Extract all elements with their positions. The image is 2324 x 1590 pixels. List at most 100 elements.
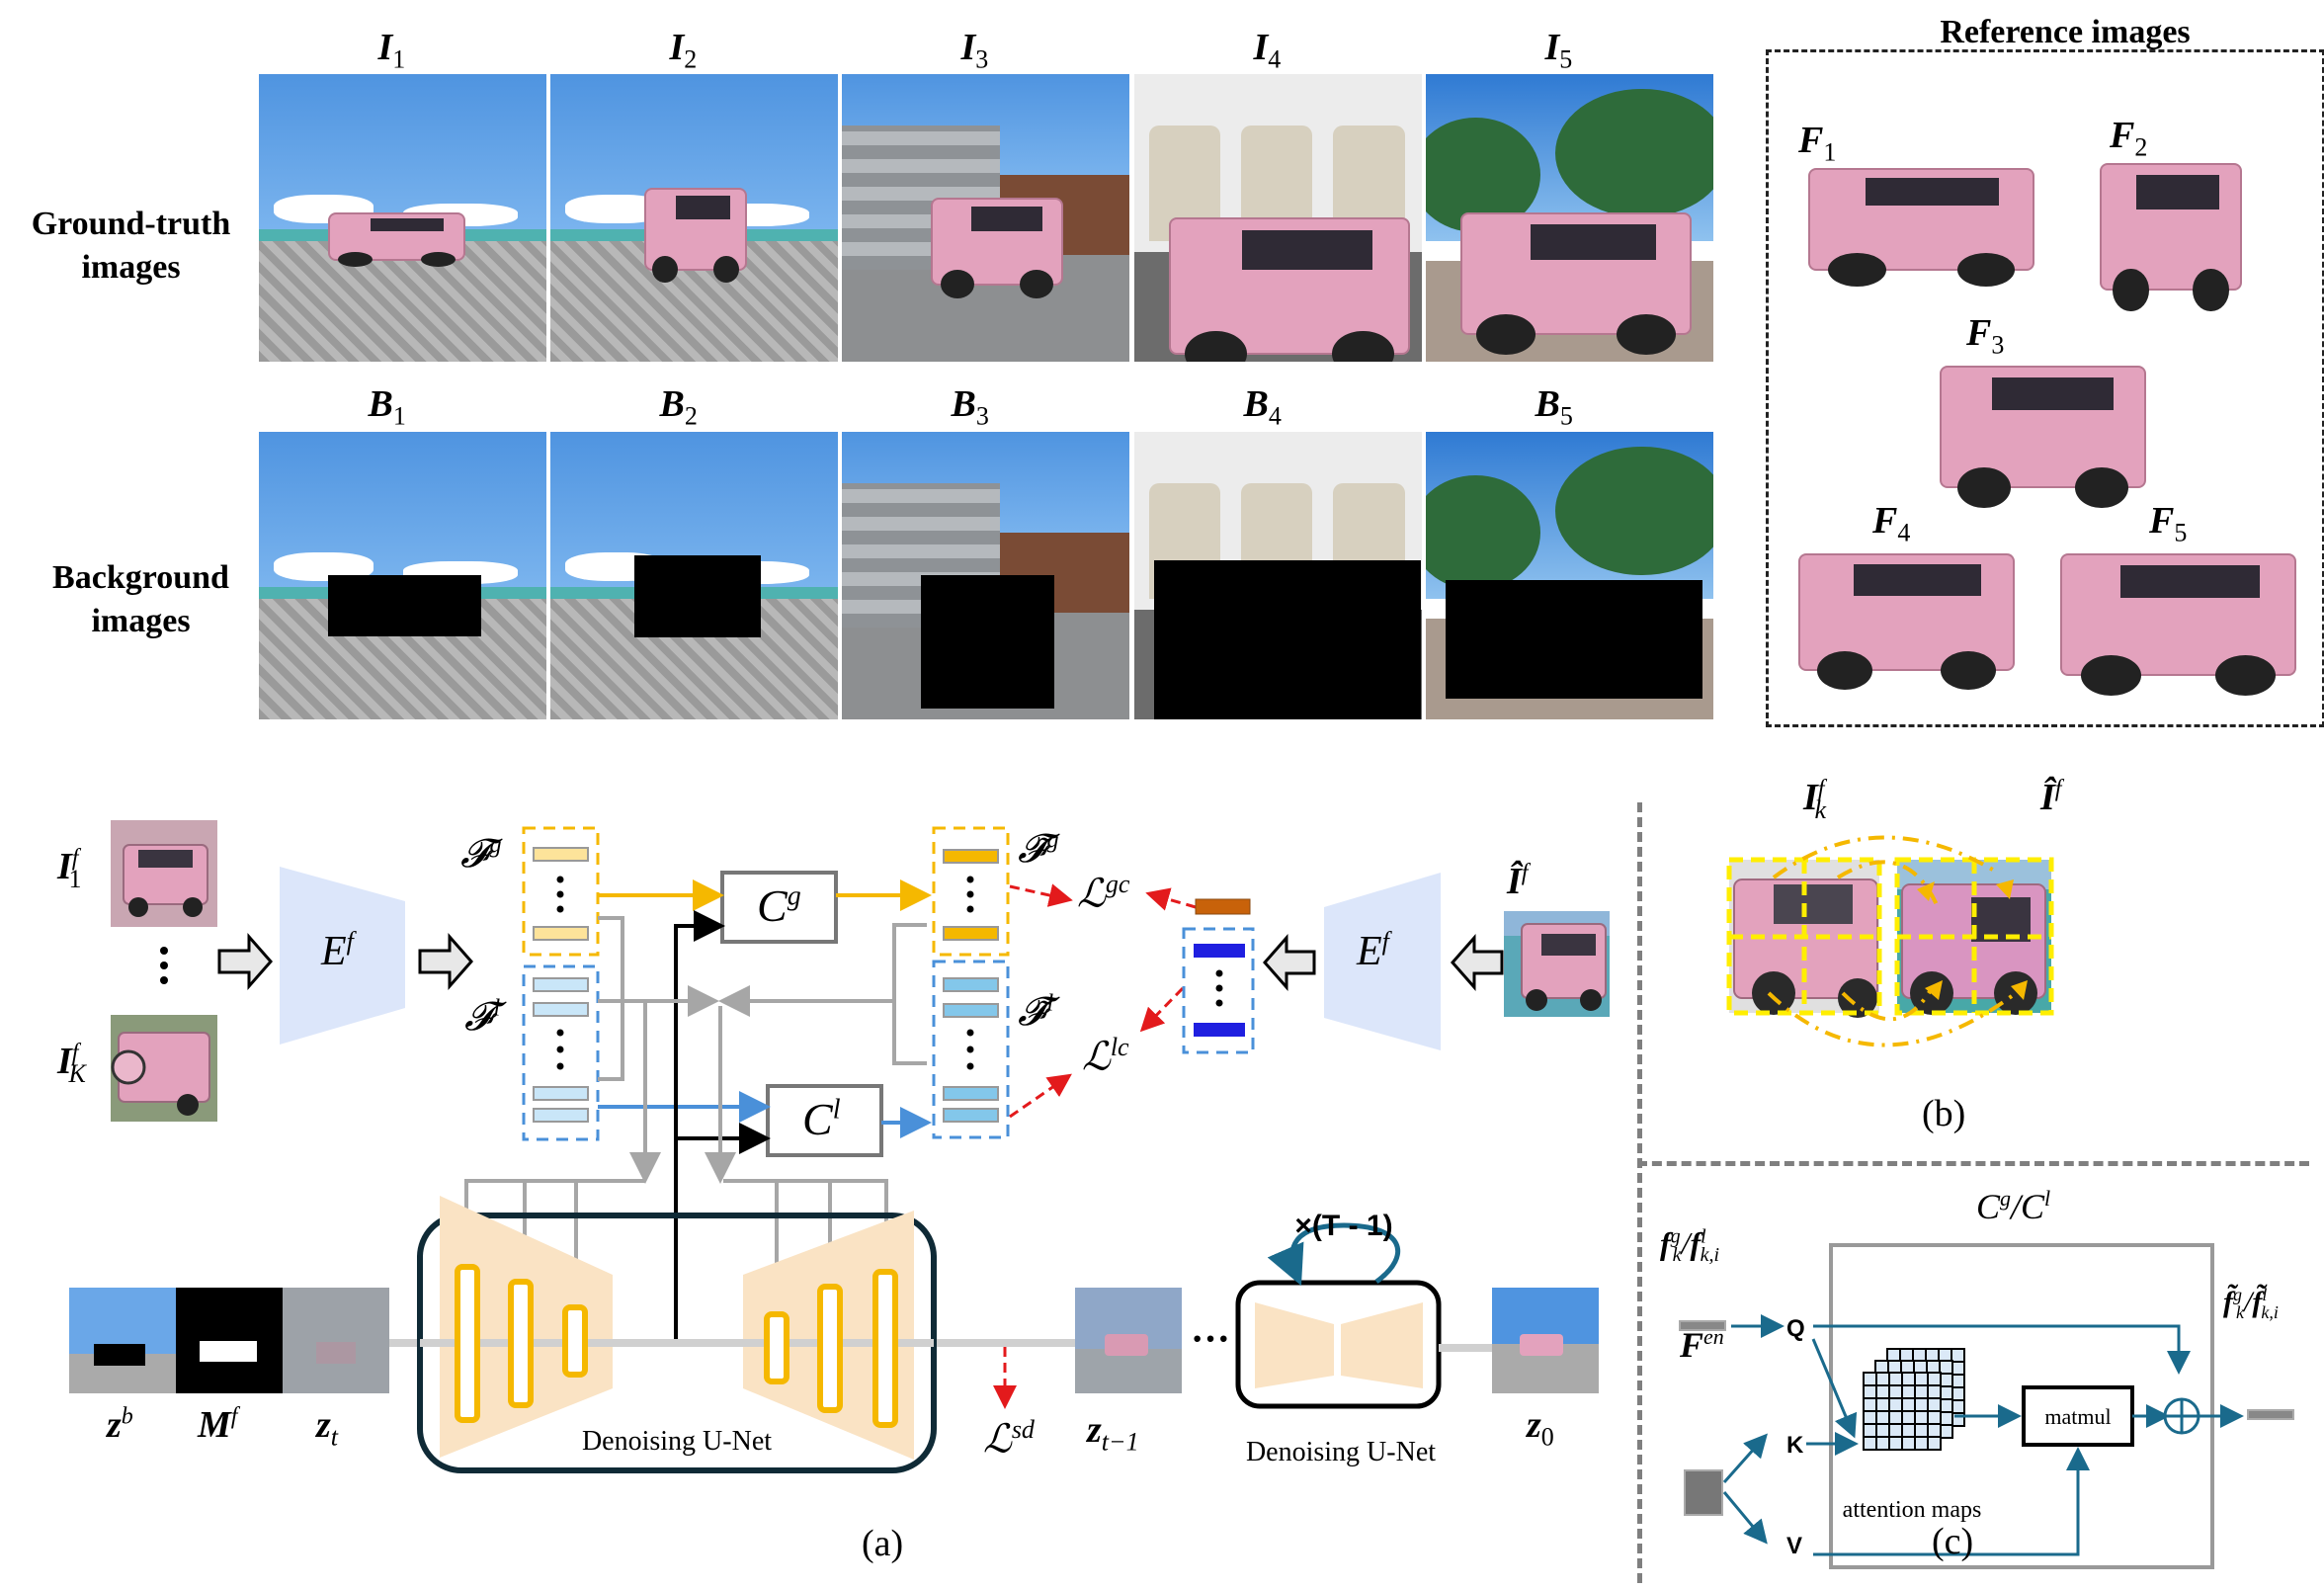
car	[1460, 212, 1692, 355]
attention-cell	[1901, 1397, 1916, 1412]
attention-cell	[1888, 1372, 1903, 1386]
unet-main-label: Denoising U-Net	[582, 1426, 772, 1457]
panel-b-diagram	[1726, 835, 2054, 1047]
attention-cell	[1901, 1436, 1916, 1451]
panel-c-diagram: Q K V attention maps matmul	[1679, 1243, 2294, 1569]
matmul-label: matmul	[2044, 1404, 2111, 1429]
v-label: V	[1786, 1533, 1802, 1559]
attention-cell	[1927, 1423, 1942, 1438]
bg-image-5	[1426, 432, 1713, 719]
bg-image-3	[842, 432, 1129, 719]
attention-maps-grid	[1863, 1348, 1965, 1451]
encoder-right	[1324, 873, 1441, 1050]
attention-cell	[1927, 1397, 1942, 1412]
flow-ellipsis: ···	[1191, 1316, 1230, 1361]
unet-small-label: Denoising U-Net	[1246, 1437, 1436, 1467]
attention-cell	[1875, 1410, 1890, 1425]
latent-zt1-label: zt−1	[1087, 1409, 1139, 1457]
attention-cell	[1863, 1410, 1877, 1425]
patch-image-left	[1726, 857, 1882, 1018]
target-global-feature	[1195, 898, 1251, 915]
key-branch-arrow	[1722, 1433, 1768, 1483]
hollow-arrow-left-icon	[1263, 934, 1316, 991]
hollow-arrow-icon	[217, 933, 273, 990]
feature-local-tilde-blocks	[943, 977, 999, 1123]
encoder-left	[280, 867, 405, 1045]
cl-label: Cl	[802, 1094, 841, 1144]
gt-image-2	[550, 74, 838, 362]
gt-image-3	[842, 74, 1129, 362]
query-feature	[1679, 1320, 1726, 1331]
target-label: Îf	[1507, 860, 1529, 902]
reference-label: F2	[2110, 115, 2148, 162]
latent-zb	[69, 1288, 176, 1393]
row-label-line: images	[91, 603, 191, 639]
foreground-mask	[634, 555, 761, 637]
encoder-feature-label: Fen	[1680, 1324, 1724, 1365]
target-image	[1504, 911, 1610, 1017]
panel-c-caption: (c)	[1932, 1521, 1974, 1562]
latent-z0-label: z0	[1527, 1404, 1554, 1452]
attention-cell	[1863, 1372, 1877, 1386]
hollow-arrow-icon	[418, 933, 473, 990]
car	[1169, 217, 1410, 362]
attention-cell	[1888, 1436, 1903, 1451]
q-label: Q	[1786, 1315, 1805, 1342]
row-label-line: Ground-truth	[31, 206, 231, 242]
gray-connector	[892, 923, 927, 1065]
foreground-mask	[1446, 580, 1702, 699]
feature-local-tilde-box	[932, 960, 1010, 1139]
unet-feature-line	[674, 910, 725, 1344]
attention-cell	[1927, 1372, 1942, 1386]
input-last-label: IfK	[57, 1040, 86, 1088]
divider-horizontal	[1637, 1161, 2309, 1166]
feature-local-label: 𝓕l	[464, 994, 501, 1039]
bg-image-label: B2	[659, 383, 698, 431]
attention-cell	[1927, 1410, 1942, 1425]
unet-blocks	[455, 1264, 898, 1428]
foreground-mask	[328, 575, 481, 636]
reference-label: F1	[1798, 120, 1837, 167]
unet-small-decoder	[1341, 1302, 1423, 1388]
feature-global-box	[522, 826, 600, 957]
panel-b-right-label: Îf	[2040, 776, 2062, 818]
cross-attention-block	[1829, 1243, 2214, 1569]
input-first-label: If1	[57, 845, 82, 893]
attention-cell	[1901, 1384, 1916, 1399]
attention-cell	[1914, 1423, 1929, 1438]
patch-image-right	[1894, 857, 2054, 1016]
attention-cell	[1863, 1397, 1877, 1412]
output-feature	[2247, 1409, 2294, 1420]
loss-gc-arrow-right	[1145, 887, 1197, 911]
reference-car-3	[1940, 366, 2146, 508]
foreground-mask	[921, 575, 1054, 709]
attention-cell	[1875, 1397, 1890, 1412]
encoder-right-label: Ef	[1357, 927, 1389, 974]
bg-image-1	[259, 432, 546, 719]
attention-cell	[1888, 1384, 1903, 1399]
loss-lc-arrow-right	[1139, 986, 1185, 1033]
input-ellipsis	[160, 947, 168, 984]
bg-image-2	[550, 432, 838, 719]
gt-image-label: I5	[1544, 27, 1573, 74]
attention-cell	[1888, 1397, 1903, 1412]
attention-cell	[1901, 1410, 1916, 1425]
attention-maps-label: attention maps	[1843, 1497, 1982, 1523]
row-label-line: Background	[52, 559, 229, 596]
car	[328, 212, 465, 268]
gt-image-1	[259, 74, 546, 362]
feature-global-label: 𝓕g	[460, 831, 502, 876]
attention-cell	[1914, 1397, 1929, 1412]
attention-cell	[1875, 1384, 1890, 1399]
cg-module	[720, 871, 838, 944]
gray-connector	[598, 916, 624, 1081]
bg-image-label: B1	[368, 383, 406, 431]
correspondence-arrowheads	[1917, 879, 2028, 1000]
divider-vertical	[1637, 802, 1642, 1583]
feature-global-tilde-box	[932, 826, 1010, 957]
attention-cell	[1875, 1372, 1890, 1386]
reference-label: F4	[1872, 500, 1911, 547]
attention-cell	[1863, 1423, 1877, 1438]
bg-image-label: B5	[1535, 383, 1573, 431]
target-local-box	[1182, 927, 1255, 1054]
